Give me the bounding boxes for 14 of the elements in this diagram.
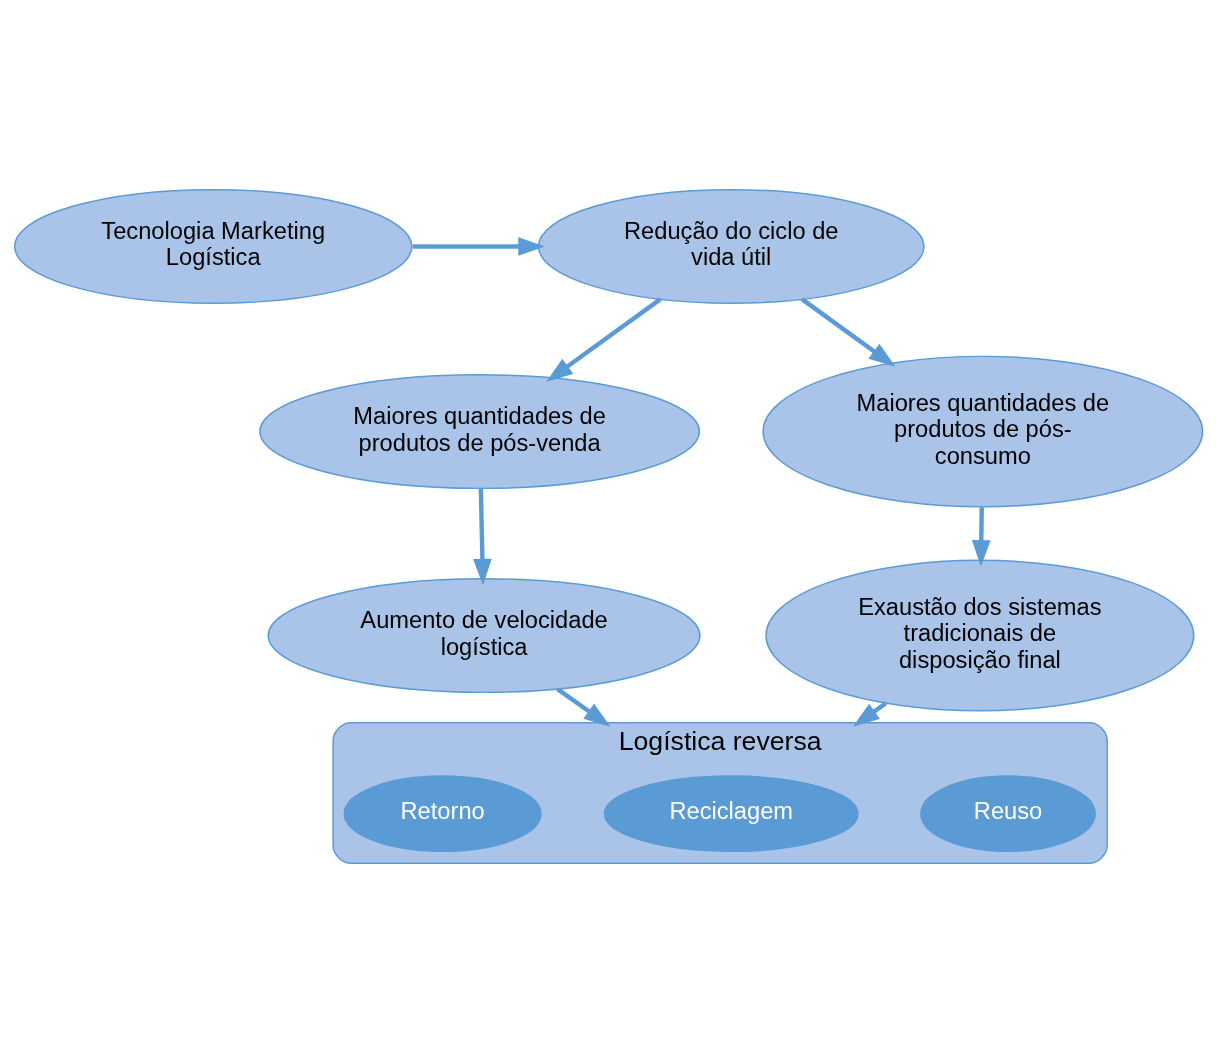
node-ellipse: Aumento de velocidade logística [267,577,701,693]
arrow [473,488,492,586]
node-ellipse: Maiores quantidades de produtos de pós-consumo [762,355,1204,508]
arrow [412,236,545,256]
arrow [556,686,611,727]
node-ellipse: Maiores quantidades de produtos de pós-venda [259,373,701,489]
arrow [971,506,991,567]
arrow [800,296,896,367]
node-ellipse: Retorno [343,774,542,852]
node-ellipse: Redução do ciclo de vida útil [537,188,925,304]
node-ellipse: Tecnologia Marketing Logística [13,188,413,304]
arrow [546,296,662,382]
node-ellipse: Reciclagem [603,774,859,852]
node-ellipse: Reuso [920,774,1096,852]
